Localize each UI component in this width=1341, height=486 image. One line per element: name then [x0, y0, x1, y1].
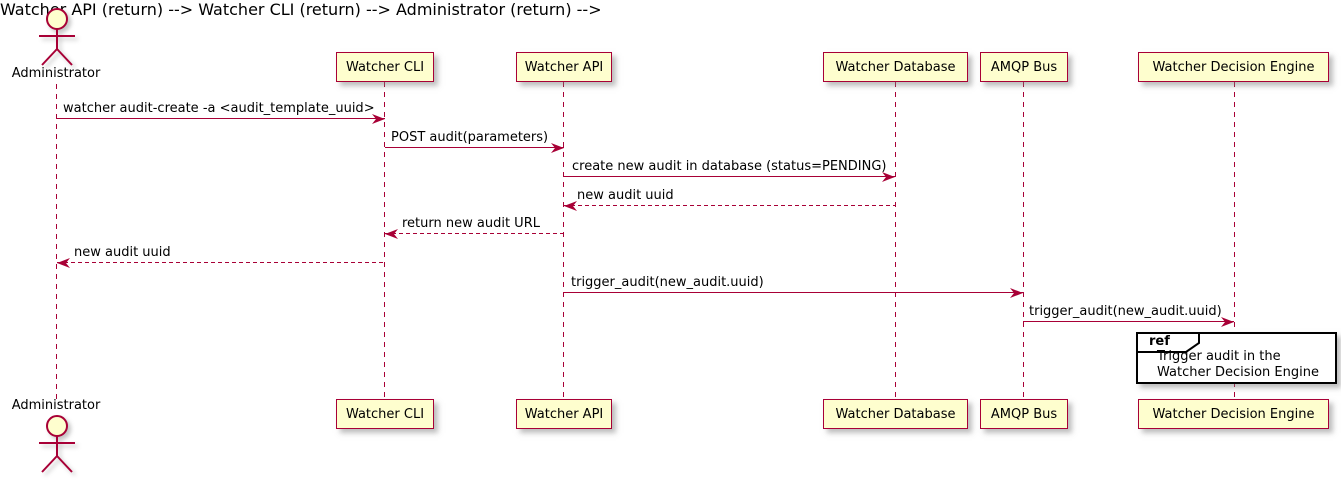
lifeline-administrator: [56, 84, 57, 399]
message-7-label: trigger_audit(new_audit.uuid): [571, 275, 764, 290]
message-1-line: [57, 118, 385, 119]
actor-label-bottom: Administrator: [11, 398, 101, 413]
participant-watcher-database-top: Watcher Database: [823, 52, 968, 82]
lifeline-watcher-cli: [384, 82, 385, 399]
participant-watcher-decision-engine-bottom: Watcher Decision Engine: [1138, 399, 1329, 429]
message-6-arrowhead-icon: [57, 258, 70, 268]
message-1-arrowhead-icon: [372, 114, 385, 124]
message-8-line: [1023, 321, 1234, 322]
message-5-line: [385, 233, 564, 234]
participant-watcher-cli-bottom: Watcher CLI: [336, 399, 434, 429]
participant-watcher-cli-top: Watcher CLI: [336, 52, 434, 82]
message-4-arrowhead-icon: [564, 201, 577, 211]
lifeline-amqp-bus: [1023, 82, 1024, 399]
participant-watcher-api-top: Watcher API: [516, 52, 612, 82]
actor-icon-top: [39, 8, 75, 66]
message-6-label: new audit uuid: [74, 245, 171, 260]
ref-text-line-2: Watcher Decision Engine: [1157, 365, 1319, 380]
actor-label-top: Administrator: [11, 66, 101, 81]
participant-watcher-database-bottom: Watcher Database: [823, 399, 968, 429]
participant-amqp-bus-bottom: AMQP Bus: [980, 399, 1068, 429]
message-7-line: [564, 292, 1023, 293]
message-5-label: return new audit URL: [402, 216, 540, 231]
participant-watcher-api-bottom: Watcher API: [516, 399, 612, 429]
ref-text-line-1: Trigger audit in the: [1157, 349, 1281, 364]
message-5-arrowhead-icon: [385, 229, 398, 239]
lifeline-watcher-decision-engine: [1234, 82, 1235, 399]
ref-text: Trigger audit in the Watcher Decision En…: [1157, 349, 1319, 381]
participant-amqp-bus-top: AMQP Bus: [980, 52, 1068, 82]
message-2-arrowhead-icon: [551, 143, 564, 153]
message-6-line: [57, 262, 385, 263]
message-3-label: create new audit in database (status=PEN…: [572, 159, 887, 174]
message-4-line: [564, 205, 895, 206]
message-2-line: [385, 147, 564, 148]
participant-watcher-decision-engine-top: Watcher Decision Engine: [1138, 52, 1329, 82]
lifeline-watcher-api: [563, 82, 564, 399]
lifeline-watcher-database: [895, 82, 896, 399]
message-7-arrowhead-icon: [1010, 288, 1023, 298]
message-3-arrowhead-icon: [882, 172, 895, 182]
message-3-line: [564, 176, 895, 177]
message-1-label: watcher audit-create -a <audit_template_…: [63, 101, 375, 116]
message-8-label: trigger_audit(new_audit.uuid): [1029, 304, 1222, 319]
ref-keyword: ref: [1149, 334, 1170, 349]
message-4-label: new audit uuid: [577, 188, 674, 203]
message-2-label: POST audit(parameters): [391, 130, 549, 145]
message-8-arrowhead-icon: [1221, 317, 1234, 327]
actor-icon-bottom: [39, 415, 75, 473]
ref-tab-shape: [1136, 332, 1200, 353]
